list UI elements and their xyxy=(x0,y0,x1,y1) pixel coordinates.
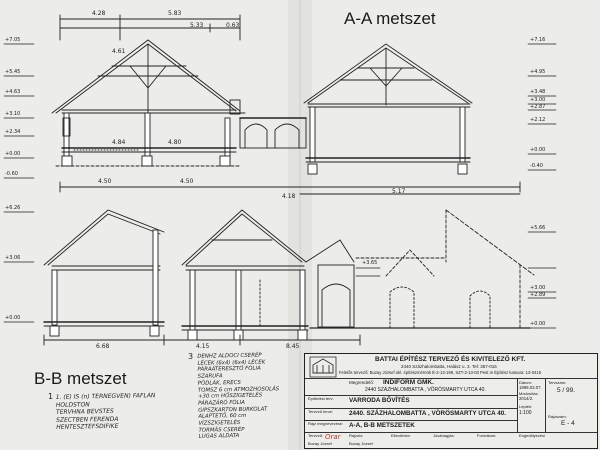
note-number: 1 xyxy=(48,392,54,401)
note-line: HENTESZTEFSDIFIKE xyxy=(56,423,119,432)
designer-name: Buzay József xyxy=(308,441,332,446)
level-label: +5.45 xyxy=(5,69,21,75)
check-label: Ellenőrizte: xyxy=(391,433,411,438)
note-left: 1. (E) IS (n) TERNEGVEN) FAFLAN HOLDSTON… xyxy=(56,392,156,432)
note-line: SZARUFA xyxy=(197,373,223,380)
note-mid: DENHZ ALDOCI CSERÉP LÉCEK (6x4) (6x4) LÉ… xyxy=(197,352,280,441)
level-label: +2.89 xyxy=(530,292,546,298)
note-line: HOLDSTON xyxy=(55,400,90,409)
company-logo xyxy=(309,356,337,378)
level-label: +2.34 xyxy=(5,129,21,135)
drawn-label: Rajzoló: xyxy=(349,433,364,438)
location: 2440. SZÁZHALOMBATTA , VÖRÖSMARTY UTCA 4… xyxy=(349,410,506,417)
company-name: BATTAI ÉPÍTÉSZ TERVEZŐ ÉS KIVITELEZŐ KFT… xyxy=(375,356,526,363)
date-value: 1999.03.07. xyxy=(519,385,542,390)
note-line: TORMÁS CSERÉP xyxy=(198,426,245,434)
client-name: INDIFORM GMK. xyxy=(383,379,434,386)
scale-label: Lépték: xyxy=(519,404,533,409)
level-label: -0.60 xyxy=(5,171,18,177)
level-label: +3.06 xyxy=(5,255,21,261)
level-label: +3.00 xyxy=(530,285,546,291)
level-label: +4.95 xyxy=(530,69,546,75)
section-bb-title: B-B metszet xyxy=(34,369,127,388)
level-label: +0.00 xyxy=(5,315,21,321)
level-label: +3.48 xyxy=(530,89,546,95)
number-value: E - 4 xyxy=(561,420,575,427)
dim-label: 6.68 xyxy=(96,343,110,350)
dim-label: 4.50 xyxy=(180,178,194,185)
section-aa-title: A-A metszet xyxy=(344,9,436,28)
level-label: +0.00 xyxy=(530,321,546,327)
level-label: +5.66 xyxy=(530,225,546,231)
dim-label: 5.17 xyxy=(392,188,406,195)
note-number: 3 xyxy=(188,352,194,361)
note-line: PÁRAZÁRÓ FÓLIA xyxy=(198,399,245,407)
approve-label: Jóváhagyta: xyxy=(433,433,455,438)
designer-signature: Orar xyxy=(325,433,341,441)
note-line: 1. (E) IS (n) TERNEGVEN) FAFLAN xyxy=(55,392,156,401)
dim-label: 0.63 xyxy=(226,22,240,29)
level-label: -0.40 xyxy=(530,163,543,169)
format-value: Engedélyezési xyxy=(519,433,546,438)
level-label: +0.00 xyxy=(530,147,546,153)
location-label: Tervező terve: xyxy=(308,409,334,414)
format-label: Formátum: xyxy=(477,433,497,438)
responsible-designer: Felelős tervező: Buzay József okl. építé… xyxy=(339,370,542,375)
note-line: LUGAS ALDATA xyxy=(198,433,240,441)
level-label: +6.26 xyxy=(5,205,21,211)
level-label: +3.00 xyxy=(530,97,546,103)
company-address: 2440 Százhalombatta, Halász u. 3. Tel: 3… xyxy=(401,364,497,369)
number-label: Rajzszám: xyxy=(548,414,567,419)
note-line: PÓDLÁK, ERECS xyxy=(197,379,241,387)
revision-label: Módosítás: xyxy=(519,391,539,396)
dim-label: 4.28 xyxy=(92,10,106,17)
drawing-label: Rajz megnevezése: xyxy=(308,421,344,426)
drawing-name: A-A, B-B METSZETEK xyxy=(349,422,415,429)
client-label: Megrendelő: xyxy=(349,380,375,385)
note-line: PÁRAÁTERESZTŐ FÓLIA xyxy=(197,366,261,374)
level-label: +7.16 xyxy=(530,37,546,43)
dim-label: 5.83 xyxy=(168,10,182,17)
level-label: +7.05 xyxy=(5,37,21,43)
level-label: +3.10 xyxy=(5,111,21,117)
dim-label: 4.80 xyxy=(168,139,182,146)
drawn-name: Buzay József xyxy=(349,441,373,446)
scale-value: 1:100 xyxy=(519,410,532,416)
project-name: VARRODA BŐVÍTÉS xyxy=(349,397,410,404)
client-address: 2440 SZÁZHALOMBATTA , VÖRÖSMARTY UTCA 40… xyxy=(365,387,486,393)
dim-label: 4.15 xyxy=(196,343,210,350)
level-label: +4.63 xyxy=(5,89,21,95)
dim-label: 5.33 xyxy=(190,22,204,29)
note-line: VÍZSZIGETELÉS xyxy=(198,420,241,427)
level-label: +2.87 xyxy=(530,104,546,110)
dim-label: 4.50 xyxy=(98,178,112,185)
note-line: +30 cm HŐSZIGETELÉS xyxy=(197,392,263,400)
title-block: BATTAI ÉPÍTÉSZ TERVEZŐ ÉS KIVITELEZŐ KFT… xyxy=(304,353,598,449)
level-label: +0.00 xyxy=(5,151,21,157)
dim-label: 4.61 xyxy=(112,48,126,55)
designer-label: Tervező: xyxy=(308,433,324,438)
project-label: Építtetési terv: xyxy=(308,396,334,401)
dim-label: 4.18 xyxy=(282,193,296,200)
dim-label: 8.45 xyxy=(286,343,300,350)
level-label: +3.65 xyxy=(362,260,378,266)
sheet-value: 5 / 99. xyxy=(557,387,576,394)
dim-label: 4.84 xyxy=(112,139,126,146)
revision-value: 2014/2. xyxy=(519,396,534,401)
level-label: +2.12 xyxy=(530,117,546,123)
sheet-label: Tervszám: xyxy=(548,380,567,385)
date-label: Dátum: xyxy=(519,380,532,385)
